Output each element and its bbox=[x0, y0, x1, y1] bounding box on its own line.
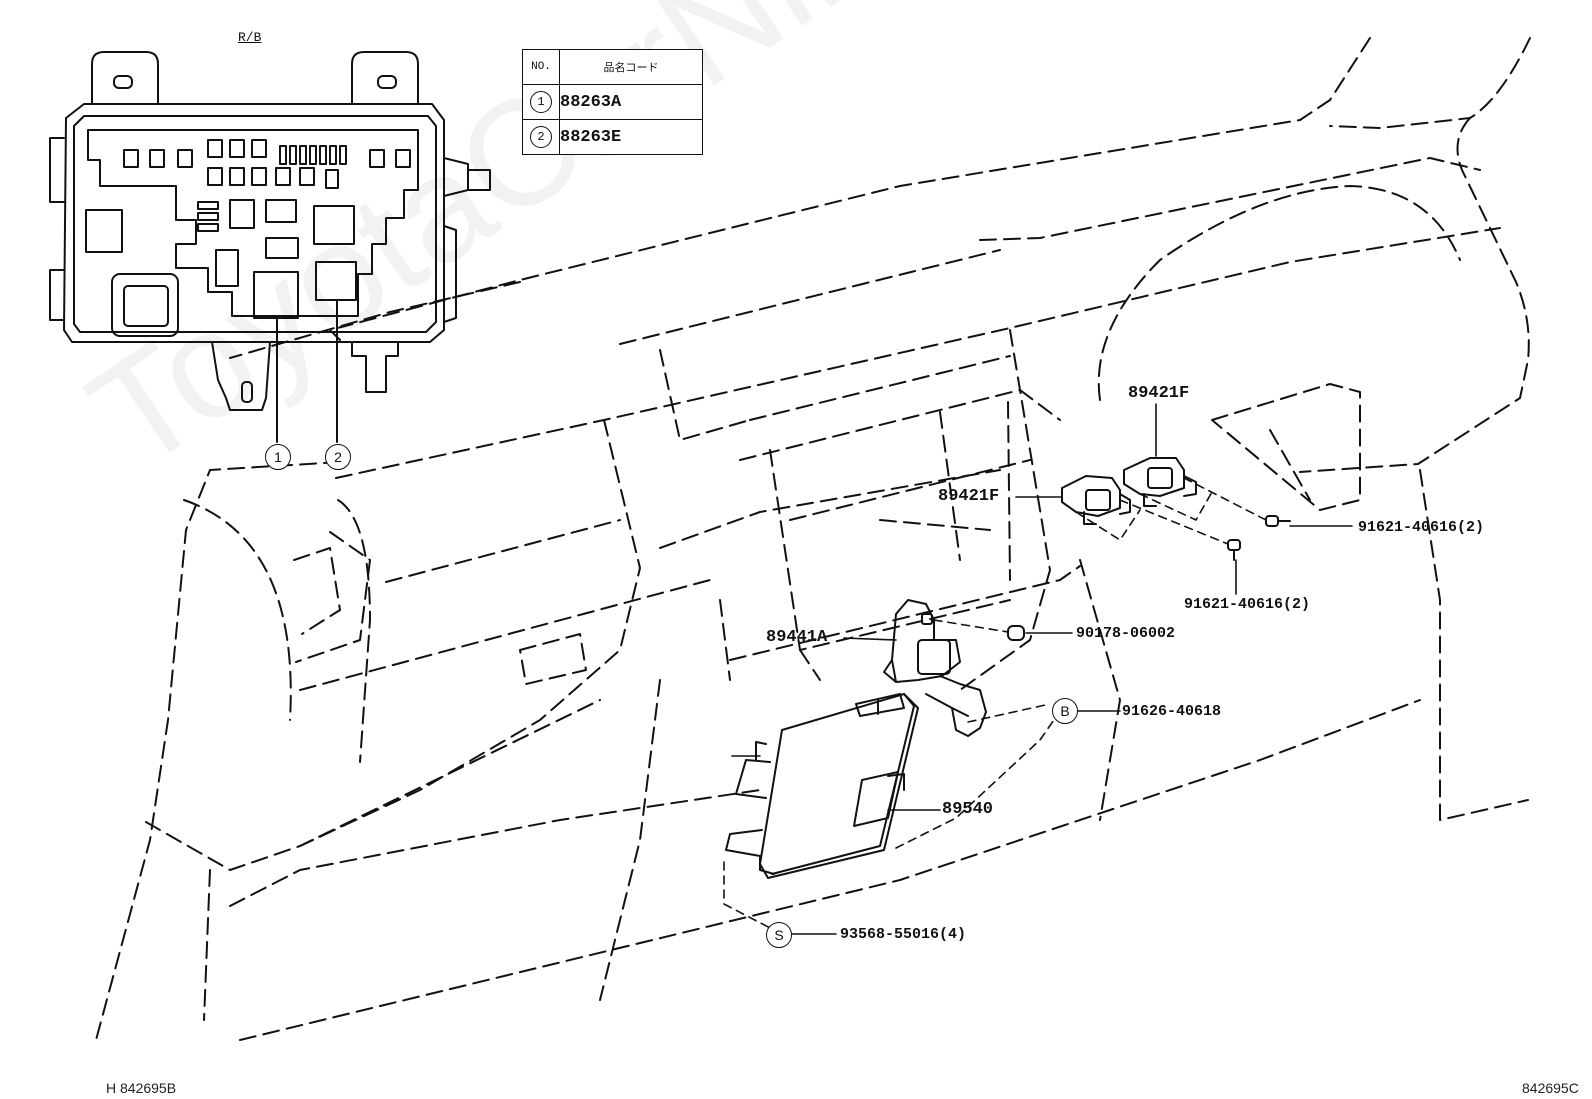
footer-right-code: 842695C bbox=[1522, 1080, 1579, 1096]
part-89540-label[interactable]: 89540 bbox=[942, 800, 994, 819]
part-90178-label[interactable]: 90178-06002 bbox=[1076, 625, 1176, 642]
ecu-89540 bbox=[725, 693, 919, 879]
relay-block-label: R/B bbox=[238, 30, 262, 45]
leader-lines bbox=[731, 403, 1353, 935]
table-row: 1 88263A bbox=[522, 84, 703, 120]
part-89421f-lower-label[interactable]: 89421F bbox=[938, 487, 1000, 506]
sensor-89441a bbox=[883, 599, 1025, 737]
table-row-no: 1 bbox=[530, 91, 552, 113]
table-header-no: NO. bbox=[522, 49, 560, 85]
screw-right bbox=[1265, 515, 1291, 527]
sensor-89421f-lower bbox=[1061, 475, 1131, 525]
part-91626-label[interactable]: 91626-40618 bbox=[1122, 703, 1222, 720]
table-header-row: NO. 品名コード bbox=[522, 49, 703, 85]
callout-b[interactable]: B bbox=[1052, 698, 1078, 724]
callout-s[interactable]: S bbox=[766, 922, 792, 948]
sensor-89421f-upper bbox=[1123, 457, 1197, 507]
part-89421f-upper-label[interactable]: 89421F bbox=[1128, 384, 1190, 403]
screw-mid bbox=[1227, 539, 1241, 561]
table-row: 2 88263E bbox=[522, 119, 703, 155]
footer-left-code: H 842695B bbox=[106, 1080, 177, 1096]
relay-block-drawing bbox=[49, 51, 491, 443]
part-89441a-label[interactable]: 89441A bbox=[766, 628, 828, 647]
callout-2[interactable]: 2 bbox=[325, 444, 351, 470]
part-91621-mid-label[interactable]: 91621-40616(2) bbox=[1184, 596, 1311, 613]
table-header-code: 品名コード bbox=[559, 49, 703, 85]
table-row-code: 88263E bbox=[559, 119, 703, 155]
callout-1[interactable]: 1 bbox=[265, 444, 291, 470]
part-93568-label[interactable]: 93568-55016(4) bbox=[840, 926, 967, 943]
instrument-panel-outline bbox=[95, 37, 1531, 1041]
part-code-table: NO. 品名コード 1 88263A 2 88263E bbox=[522, 49, 703, 155]
table-row-code: 88263A bbox=[559, 84, 703, 120]
table-row-no: 2 bbox=[530, 126, 552, 148]
part-91621-right-label[interactable]: 91621-40616(2) bbox=[1358, 519, 1485, 536]
